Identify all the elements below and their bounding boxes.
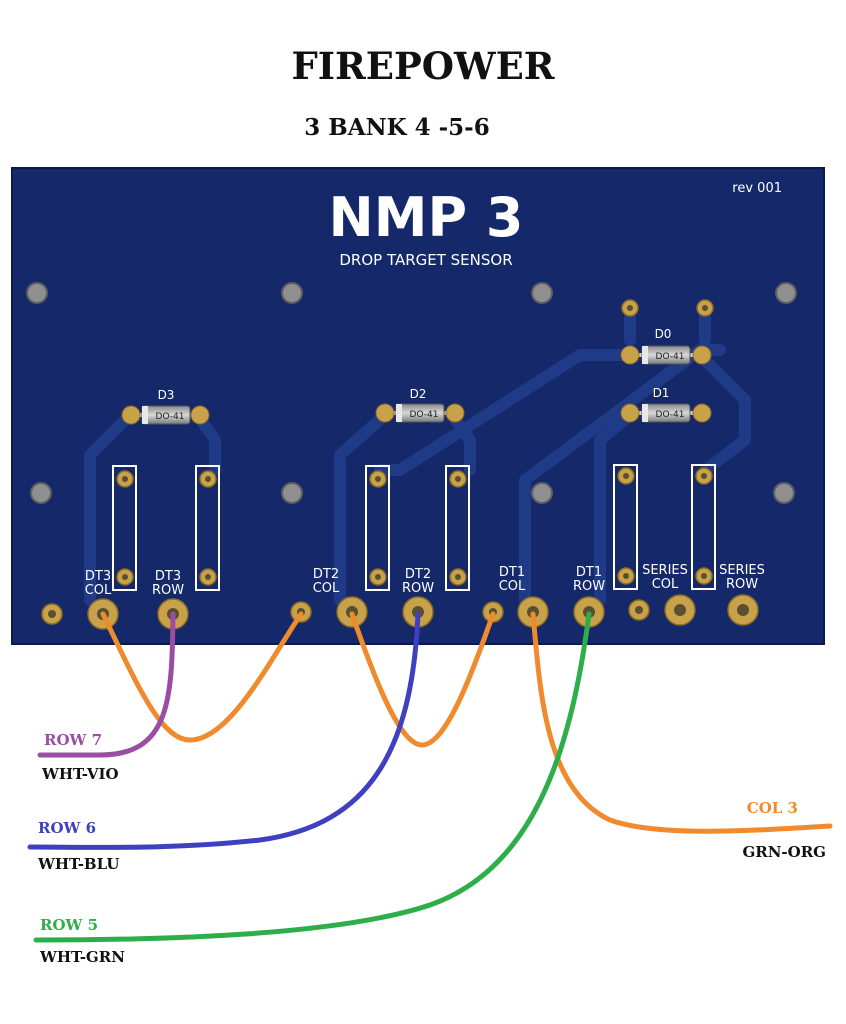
- pin-label-dt2-col-2: COL: [313, 581, 340, 596]
- wire-col-3: [530, 611, 833, 834]
- wire-labels: ROW 7 WHT-VIO ROW 6 WHT-BLU ROW 5 WHT-GR…: [37, 731, 826, 966]
- pin-label-dt1-row-1: DT1: [576, 565, 602, 580]
- pin-labels: DT3 COL DT3 ROW DT2 COL DT2 ROW DT1 COL …: [85, 563, 765, 598]
- pin-label-series-col-2: COL: [652, 577, 679, 592]
- diode-ref-label: D0: [655, 327, 672, 341]
- switch-pads: [116, 299, 714, 586]
- diode-d1: DO-41 D1: [620, 386, 712, 423]
- diode-ref-label: D1: [653, 386, 670, 400]
- pin-label-dt3-row-2: ROW: [152, 583, 184, 598]
- switch-footprints: [112, 464, 716, 591]
- pin-label-series-row-1: SERIES: [719, 563, 765, 578]
- diode-package-label: DO-41: [410, 410, 439, 420]
- pin-label-dt1-col-1: DT1: [499, 565, 525, 580]
- diode-ref-label: D2: [410, 387, 427, 401]
- pin-label-dt1-col-2: COL: [499, 579, 526, 594]
- pcb-traces: [84, 304, 751, 606]
- diode-package-label: DO-41: [656, 352, 685, 362]
- board-name: NMP 3: [329, 186, 524, 249]
- mounting-holes: [26, 282, 797, 504]
- diode-package-label: DO-41: [156, 412, 185, 422]
- pin-label-dt3-col-1: DT3: [85, 569, 111, 584]
- wire-row-6-color-code: WHT-BLU: [37, 855, 119, 873]
- wire-row-6-label: ROW 6: [38, 819, 96, 837]
- pin-label-dt2-col-1: DT2: [313, 567, 339, 582]
- pcb-board: DO-41 D3 DO-41 D2 DO-41 D0 DO: [11, 167, 825, 645]
- diode-d3: DO-41 D3: [121, 388, 210, 425]
- wire-col-3-label: COL 3: [747, 799, 798, 817]
- pin-label-series-row-2: ROW: [726, 577, 758, 592]
- wire-col-3-color-code: GRN-ORG: [742, 843, 826, 861]
- diode-d2: DO-41 D2: [375, 387, 465, 423]
- wire-row-6: [27, 611, 421, 850]
- wire-col-3-jumper-dt2-dt1: [349, 611, 496, 748]
- board-revision: rev 001: [732, 181, 782, 196]
- pin-label-series-col-1: SERIES: [642, 563, 688, 578]
- wire-col-3-jumper-dt3-dt2: [100, 611, 304, 743]
- pin-label-dt2-row-1: DT2: [405, 567, 431, 582]
- wire-row-7-label: ROW 7: [44, 731, 102, 749]
- board-description: DROP TARGET SENSOR: [339, 251, 512, 269]
- pin-label-dt1-row-2: ROW: [573, 579, 605, 594]
- wire-row-5: [33, 611, 592, 943]
- wire-row-5-label: ROW 5: [40, 916, 98, 934]
- pin-label-dt3-col-2: COL: [85, 583, 112, 598]
- page-subtitle: 3 BANK 4 -5-6: [304, 114, 490, 141]
- diode-d0: DO-41 D0: [620, 327, 712, 365]
- wire-row-7: [37, 611, 176, 758]
- diode-package-label: DO-41: [656, 410, 685, 420]
- page-title: FIREPOWER: [291, 44, 555, 88]
- pin-label-dt3-row-1: DT3: [155, 569, 181, 584]
- wire-row-7-color-code: WHT-VIO: [41, 765, 119, 783]
- wire-row-5-color-code: WHT-GRN: [39, 948, 125, 966]
- diode-ref-label: D3: [158, 388, 175, 402]
- pin-label-dt2-row-2: ROW: [402, 581, 434, 596]
